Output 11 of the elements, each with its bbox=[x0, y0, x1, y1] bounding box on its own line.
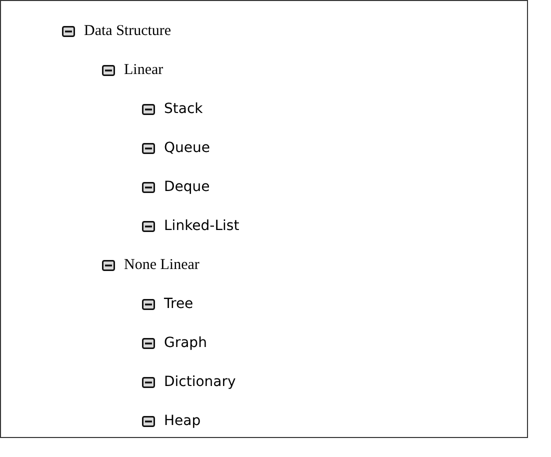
tree-item-label: Stack bbox=[164, 100, 203, 118]
tree-item-label: Linear bbox=[124, 60, 164, 80]
tree-item-label: Dictionary bbox=[164, 372, 236, 392]
tree-item-label: Heap bbox=[164, 412, 201, 430]
tree-item-label: Tree bbox=[164, 294, 194, 314]
tree-item-label: Queue bbox=[164, 138, 210, 158]
tree-item-label: Graph bbox=[164, 334, 207, 352]
tree-item-label: Linked-List bbox=[164, 216, 240, 236]
tree-item-label: Data Structure bbox=[84, 22, 172, 41]
tree-item-label: Deque bbox=[164, 178, 210, 196]
tree-item-label: None Linear bbox=[124, 256, 200, 275]
